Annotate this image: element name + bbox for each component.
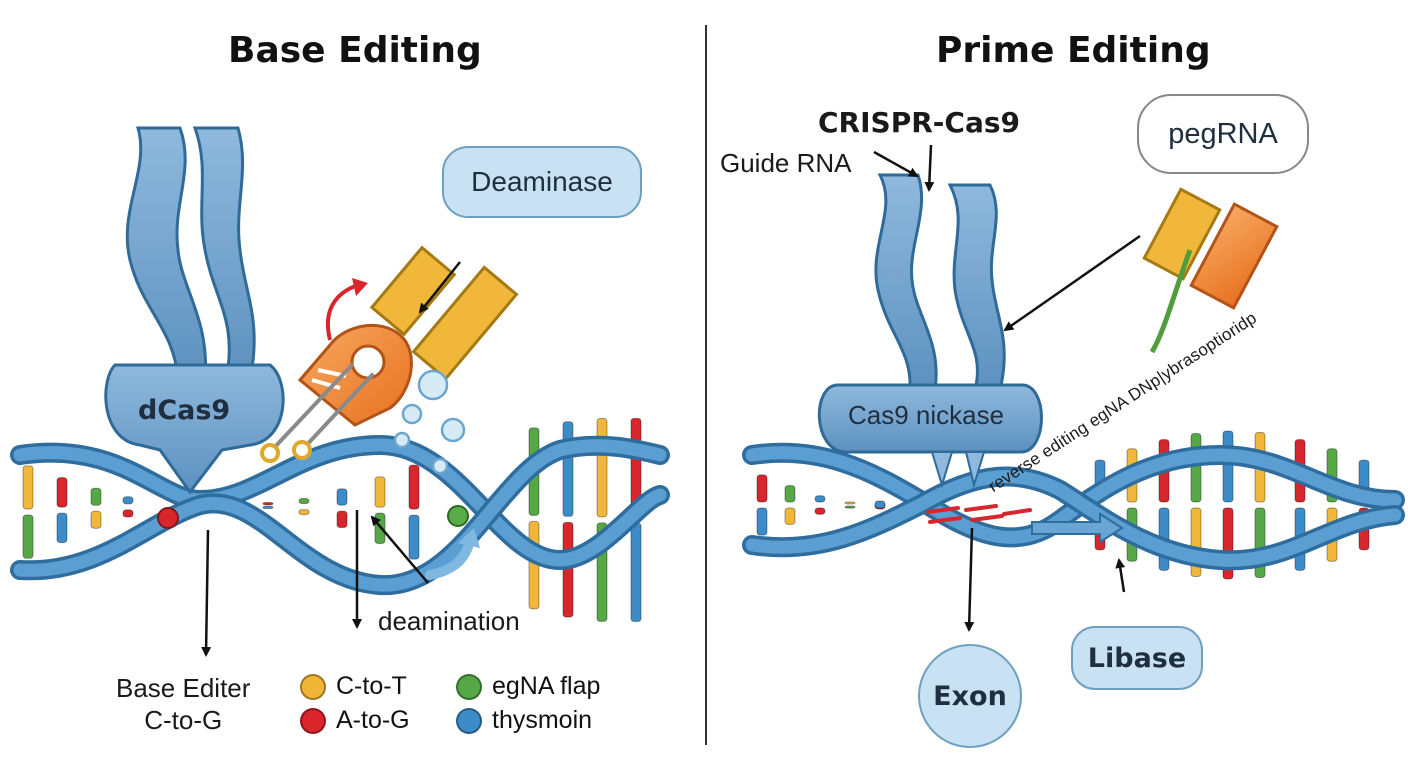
base-pair-segment (298, 509, 310, 516)
base-pair-segment (874, 500, 886, 509)
base-editor-label: Base Editer C-to-G (116, 672, 250, 736)
base-pair-segment (262, 505, 274, 510)
base-pair-segment (408, 464, 420, 510)
legend-swatch-c-to-t (300, 673, 326, 700)
base-pair-segment (1190, 432, 1202, 503)
base-pair-segment (336, 488, 348, 506)
linker-chain-icon (270, 363, 374, 452)
legend-label-a-to-g: A-to-G (336, 706, 410, 734)
legend-item-a-to-g: A-to-G (300, 706, 410, 735)
base-pair-segment (844, 501, 856, 505)
legend-item-c-to-t: C-to-T (300, 672, 407, 701)
flap-extension-arrow (1031, 512, 1124, 544)
right-panel-title: Prime Editing (936, 30, 1211, 71)
base-pair-segment (122, 509, 134, 518)
dcas9-protein (104, 126, 285, 495)
legend-swatch-thysmoin (456, 707, 482, 734)
base-editor-label-line1: Base Editer (116, 673, 251, 703)
pegrna-blocks (1142, 187, 1279, 354)
crispr-cas9-label: CRISPR-Cas9 (818, 106, 1020, 139)
base-pair-segment (630, 522, 642, 623)
legend-label-c-to-t: C-to-T (336, 672, 407, 700)
nick-site-marks (926, 504, 1032, 524)
base-pair-segment (374, 476, 386, 508)
deaminase-enzyme (297, 323, 413, 427)
base-pair-segment (756, 474, 768, 503)
legend-item-thysmoin: thysmoin (456, 706, 592, 735)
deamination-label: deamination (378, 606, 520, 636)
pegrna-callout: pegRNA (1137, 94, 1309, 174)
cas9-nickase-protein (817, 173, 1043, 489)
libase-label: Libase (1087, 642, 1187, 674)
legend-item-egna-flap: egNA flap (456, 672, 600, 701)
left-panel-title: Base Editing (228, 30, 482, 71)
curved-arrow-icon (326, 283, 359, 341)
legend-label-egna-flap: egNA flap (492, 672, 601, 700)
base-pair-segment (298, 498, 310, 505)
base-pair-segment (22, 465, 34, 510)
bubbles-icon (393, 369, 466, 475)
base-pair-segment (90, 487, 102, 506)
base-pair-segment (756, 507, 768, 536)
legend-swatch-egna-flap (456, 673, 482, 700)
exon-label: Exon (933, 680, 1007, 712)
cas9-nickase-label: Cas9 nickase (848, 400, 1005, 430)
base-pair-segment (90, 510, 102, 529)
base-pair-segment (408, 514, 420, 560)
base-pair-segment (22, 514, 34, 559)
deaminase-callout: Deaminase (442, 146, 642, 218)
base-pair-segment (814, 507, 826, 515)
base-editor-label-line2: C-to-G (144, 705, 223, 735)
base-pair-segment (562, 421, 574, 517)
base-pair-segment (784, 507, 796, 525)
base-pair-segment (596, 417, 608, 518)
right-dna-helix (742, 442, 1405, 571)
guide-rna-blocks-left (369, 245, 519, 381)
deaminase-label: Deaminase (471, 166, 613, 197)
base-pair-segment (56, 477, 68, 508)
libase-callout: Libase (1071, 626, 1203, 690)
base-pair-segment (1222, 430, 1234, 503)
legend-label-thysmoin: thysmoin (492, 706, 593, 734)
exon-node: Exon (918, 644, 1022, 748)
base-pair-segment (262, 502, 274, 506)
target-base-green-marker (447, 505, 469, 527)
left-dna-helix (10, 434, 670, 596)
base-pair-segment (56, 512, 68, 544)
guide-rna-label: Guide RNA (720, 148, 852, 178)
dcas9-label: dCas9 (138, 395, 231, 426)
base-pair-segment (814, 495, 826, 503)
base-pair-segment (336, 510, 348, 528)
legend-swatch-a-to-g (300, 707, 326, 734)
target-base-red-marker (157, 507, 179, 529)
base-pair-segment (844, 505, 856, 509)
base-pair-segment (122, 496, 134, 505)
pegrna-label: pegRNA (1168, 117, 1278, 150)
base-pair-segment (784, 485, 796, 503)
